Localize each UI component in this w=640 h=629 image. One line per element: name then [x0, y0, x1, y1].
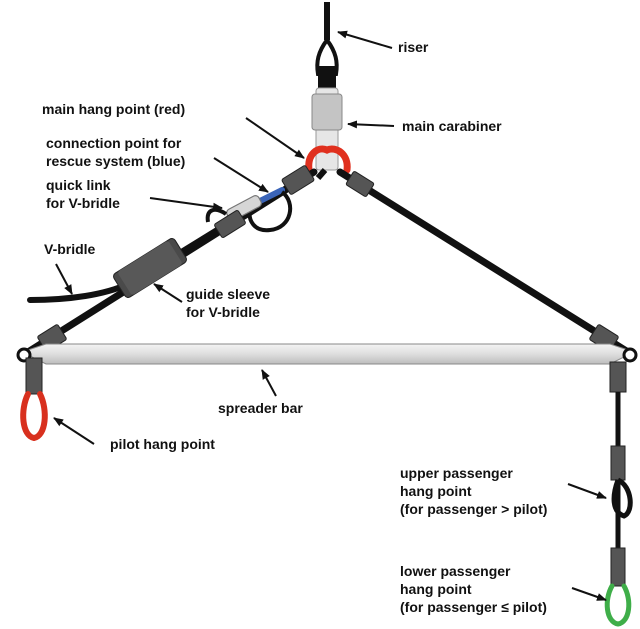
arrow-main-hang-point [245, 117, 305, 159]
label-lower-passenger-line1: lower passenger [400, 563, 511, 579]
label-upper-passenger-line3: (for passenger > pilot) [400, 501, 547, 517]
arrow-guide-sleeve [153, 283, 183, 303]
label-spreader-bar: spreader bar [218, 400, 303, 416]
label-quick-link-line1: quick link [46, 177, 111, 193]
label-guide-sleeve-line1: guide sleeve [186, 286, 270, 302]
guide-sleeve [113, 238, 187, 298]
arrow-pilot-hang-point [53, 417, 95, 445]
pointer-arrows [53, 30, 607, 601]
arrow-spreader-bar [261, 369, 277, 397]
arrow-lower-passenger [571, 587, 607, 601]
label-v-bridle: V-bridle [44, 241, 96, 257]
label-connection-point-line1: connection point for [46, 135, 182, 151]
lower-passenger-hang-point-loop [604, 583, 632, 627]
label-riser: riser [398, 39, 429, 55]
label-lower-passenger-line3: (for passenger ≤ pilot) [400, 599, 547, 615]
strap-sleeves [37, 165, 619, 352]
arrow-riser [337, 30, 393, 49]
label-lower-passenger-line2: hang point [400, 581, 472, 597]
label-guide-sleeve-line2: for V-bridle [186, 304, 260, 320]
label-upper-passenger-line2: hang point [400, 483, 472, 499]
label-main-carabiner: main carabiner [402, 118, 502, 134]
right-main-strap [336, 168, 632, 356]
spreader-bar [16, 343, 638, 365]
arrow-upper-passenger [567, 483, 607, 499]
label-upper-passenger-line1: upper passenger [400, 465, 513, 481]
main-carabiner [311, 87, 343, 171]
label-quick-link-line2: for V-bridle [46, 195, 120, 211]
label-connection-point-line2: rescue system (blue) [46, 153, 185, 169]
arrow-main-carabiner [347, 120, 395, 129]
main-hang-point-loop [305, 145, 351, 174]
label-pilot-hang-point: pilot hang point [110, 436, 215, 452]
riser-strap [315, 2, 339, 90]
pilot-hang-point [20, 357, 48, 442]
passenger-strap [609, 361, 633, 587]
arrow-v-bridle [55, 263, 73, 295]
arrow-quick-link [149, 197, 223, 211]
arrow-connection-point [213, 157, 269, 193]
label-main-hang-point: main hang point (red) [42, 101, 185, 117]
